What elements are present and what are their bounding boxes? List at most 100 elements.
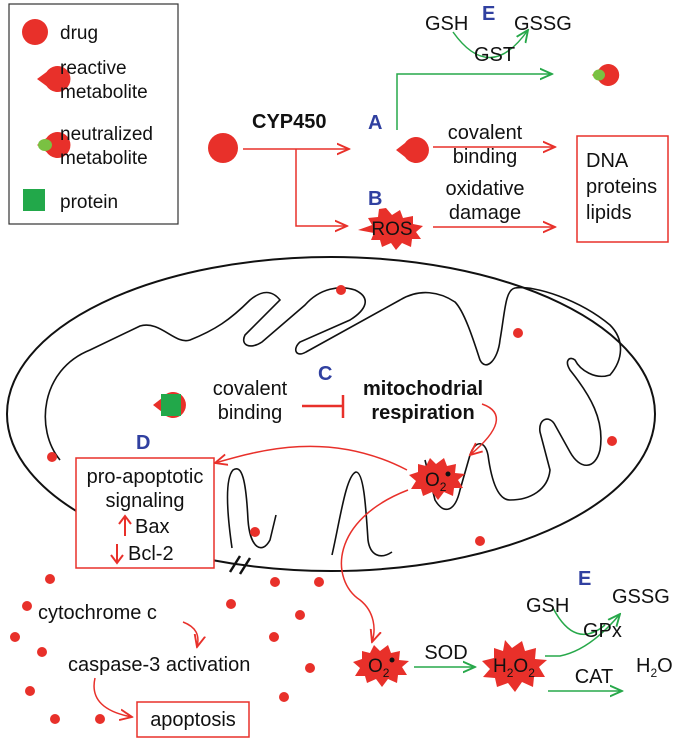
ros-dot	[47, 452, 57, 462]
targets-box	[576, 135, 669, 243]
legend-reactive-label-2: metabolite	[60, 82, 148, 103]
gpx-label: GPx	[583, 620, 622, 642]
ros-dot	[607, 436, 617, 446]
cytochrome-dot	[10, 632, 20, 642]
cov2-label-1: covalent	[213, 378, 288, 400]
caspase-label: caspase-3 activation	[68, 654, 250, 676]
protein-legend-icon	[23, 189, 45, 211]
lipids-label: lipids	[586, 202, 632, 224]
apoptosis-label: apoptosis	[150, 709, 236, 731]
gst-label: GST	[474, 44, 515, 66]
mito-label-2: respiration	[371, 402, 474, 424]
superoxide-to-signaling-arrow	[215, 445, 408, 471]
legend: drug reactive metabolite neutralized met…	[8, 3, 179, 225]
label-E-top: E	[482, 3, 495, 25]
ros-dot	[513, 328, 523, 338]
legend-reactive-label-1: reactive	[60, 58, 127, 79]
cytochrome-dot	[22, 601, 32, 611]
covalent-binding-label-1: covalent	[448, 122, 523, 144]
legend-neutral-label-1: neutralized	[60, 124, 153, 145]
detox-pathway: O2 SOD H2O2 GSH E GSSG GPx CAT H2O	[353, 568, 673, 692]
drug-legend-icon	[22, 19, 48, 45]
reactive-metabolite-legend-icon	[37, 66, 71, 93]
crista-left	[226, 468, 277, 549]
proapoptotic-box	[75, 457, 215, 569]
neutralized-metabolite-legend-icon	[37, 132, 71, 158]
cytochrome-dot	[314, 577, 324, 587]
neutralizer-legend-icon	[38, 139, 52, 151]
cyp-to-ROS-arrow	[295, 149, 347, 226]
bcl2-label: Bcl-2	[128, 543, 174, 565]
label-D: D	[136, 432, 150, 454]
h2o2-label: H2O2	[493, 656, 535, 680]
legend-neutral-label-2: metabolite	[60, 148, 148, 169]
sod-label: SOD	[424, 642, 467, 664]
membrane-break-1	[228, 555, 242, 573]
drug-icon	[208, 133, 238, 163]
gsh2-label: GSH	[526, 595, 569, 617]
ros-dot	[250, 527, 260, 537]
gsh-gssg-curve	[552, 607, 606, 635]
label-E-bottom: E	[578, 568, 591, 590]
reactive-metabolite-icon	[396, 137, 429, 164]
cytochrome-dot	[305, 663, 315, 673]
superoxide-leak-arrow	[340, 489, 409, 642]
respiration-to-superoxide-arrow	[470, 403, 498, 455]
cytochrome-dot	[226, 599, 236, 609]
proapo-label-1: pro-apoptotic	[87, 466, 204, 488]
oxidative-label-1: oxidative	[446, 178, 525, 200]
label-B: B	[368, 188, 382, 210]
h2o2-star-icon	[482, 640, 547, 692]
metabolism-pathway: CYP450 A GSH E GSSG GST covalent binding…	[208, 3, 669, 250]
gssg-label: GSSG	[514, 13, 572, 35]
covalent-binding-label-2: binding	[453, 146, 518, 168]
neutralization-arrow	[396, 74, 552, 130]
gssg2-label: GSSG	[612, 586, 670, 608]
cov2-label-2: binding	[218, 402, 283, 424]
ros-dot	[336, 285, 346, 295]
superoxide-label: O2	[425, 470, 447, 494]
gsh-label: GSH	[425, 13, 468, 35]
ros-dot	[475, 536, 485, 546]
superoxide-outside-label: O2	[368, 656, 390, 680]
inner-membrane-cristae	[44, 286, 622, 511]
gsh-to-gssg-arrow	[452, 30, 528, 59]
cyp450-label: CYP450	[252, 111, 327, 133]
gpx-arrow	[545, 614, 620, 657]
ros-label: ROS	[371, 219, 412, 240]
superoxide-radical-dot	[445, 471, 451, 477]
cytochrome-dot	[270, 577, 280, 587]
legend-drug-label: drug	[60, 23, 98, 44]
proapo-label-2: signaling	[106, 490, 185, 512]
bcl2-down-arrow-icon	[110, 544, 124, 565]
cat-label: CAT	[575, 666, 614, 688]
label-C: C	[318, 363, 332, 385]
neutralized-metabolite-cap-icon	[593, 69, 605, 81]
cytochrome-dot	[295, 610, 305, 620]
h2o-label: H2O	[636, 655, 673, 680]
ros-star-icon	[358, 208, 423, 250]
bax-label: Bax	[135, 516, 169, 538]
oxidative-label-2: damage	[449, 202, 521, 224]
neutralized-metabolite-icon	[592, 64, 620, 86]
label-A: A	[368, 112, 382, 134]
cytochrome-to-caspase-arrow	[182, 621, 198, 647]
caspase-to-apoptosis-arrow	[93, 677, 132, 717]
bax-up-arrow-icon	[118, 514, 132, 536]
superoxide-outside-radical-dot	[389, 657, 395, 663]
proteins-label: proteins	[586, 176, 657, 198]
crista-middle	[331, 471, 393, 557]
cytochrome-dot	[37, 647, 47, 657]
bound-protein-icon	[161, 394, 181, 416]
mitochondrion: covalent binding C mitochodrial respirat…	[6, 256, 656, 642]
cytochrome-dot	[50, 714, 60, 724]
mitochondrion-outer-membrane	[6, 256, 656, 572]
dna-label: DNA	[586, 150, 629, 172]
mito-label-1: mitochodrial	[363, 378, 483, 400]
apoptosis-box	[136, 701, 250, 738]
apoptosis-cascade: cytochrome c caspase-3 activation apopto…	[10, 574, 324, 738]
cytochrome-dot	[269, 632, 279, 642]
cytochrome-dot	[95, 714, 105, 724]
